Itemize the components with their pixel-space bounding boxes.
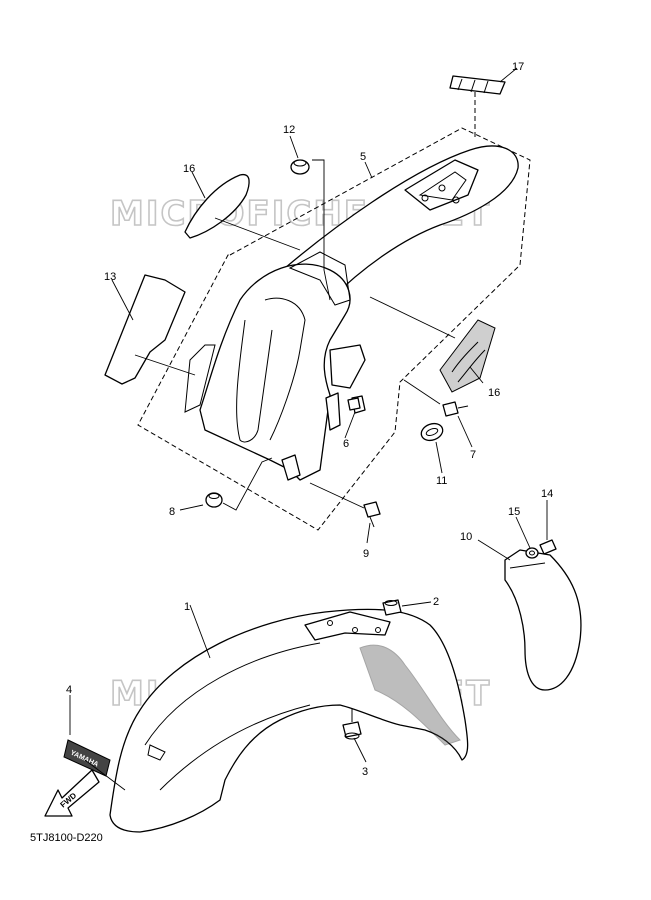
callout-10: 10 [460,531,472,543]
part-11-grommet[interactable] [419,421,445,444]
part-8-collar[interactable] [205,492,223,508]
fwd-arrow-icon: FWD [44,769,100,817]
callout-12: 12 [283,124,295,136]
part-5-rear-fender[interactable] [184,145,519,481]
assembly-outline [137,127,531,531]
leader-lines [69,67,548,791]
callout-16-left: 16 [183,163,195,175]
part-17-decal[interactable] [449,75,506,95]
part-12-grommet[interactable] [290,159,310,175]
callout-14: 14 [541,488,553,500]
part-3-bolt[interactable] [342,708,362,740]
callout-4: 4 [66,684,72,696]
callout-8: 8 [169,506,175,518]
callout-17: 17 [512,61,524,73]
callout-7: 7 [470,449,476,461]
callout-13: 13 [104,271,116,283]
callout-6: 6 [343,438,349,450]
callout-3: 3 [362,766,368,778]
callout-2: 2 [433,596,439,608]
part-14-screw[interactable] [539,539,557,555]
callout-16-right: 16 [488,387,500,399]
callout-5: 5 [360,151,366,163]
part-10-mudflap[interactable] [504,549,582,691]
part-1-front-fender[interactable] [109,608,469,833]
part-4-yamaha-decal[interactable]: YAMAHA [63,739,111,777]
part-16-decal-right[interactable] [439,319,496,393]
callout-11: 11 [436,475,447,487]
part-7-bolt[interactable] [442,401,469,417]
callouts: 17 12 5 16 13 16 7 6 11 8 9 10 15 14 1 2… [66,61,553,778]
part-16-pad-left[interactable] [184,173,250,239]
part-6-nut[interactable] [347,397,361,411]
part-15-washer[interactable] [525,547,539,559]
callout-9: 9 [363,548,369,560]
callout-1: 1 [184,601,190,613]
callout-15: 15 [508,506,520,518]
part-2-nut[interactable] [382,599,402,616]
part-9-bolt[interactable] [363,501,381,528]
diagram-code: 5TJ8100-D220 [30,832,103,844]
part-13-side-plate[interactable] [104,274,186,385]
